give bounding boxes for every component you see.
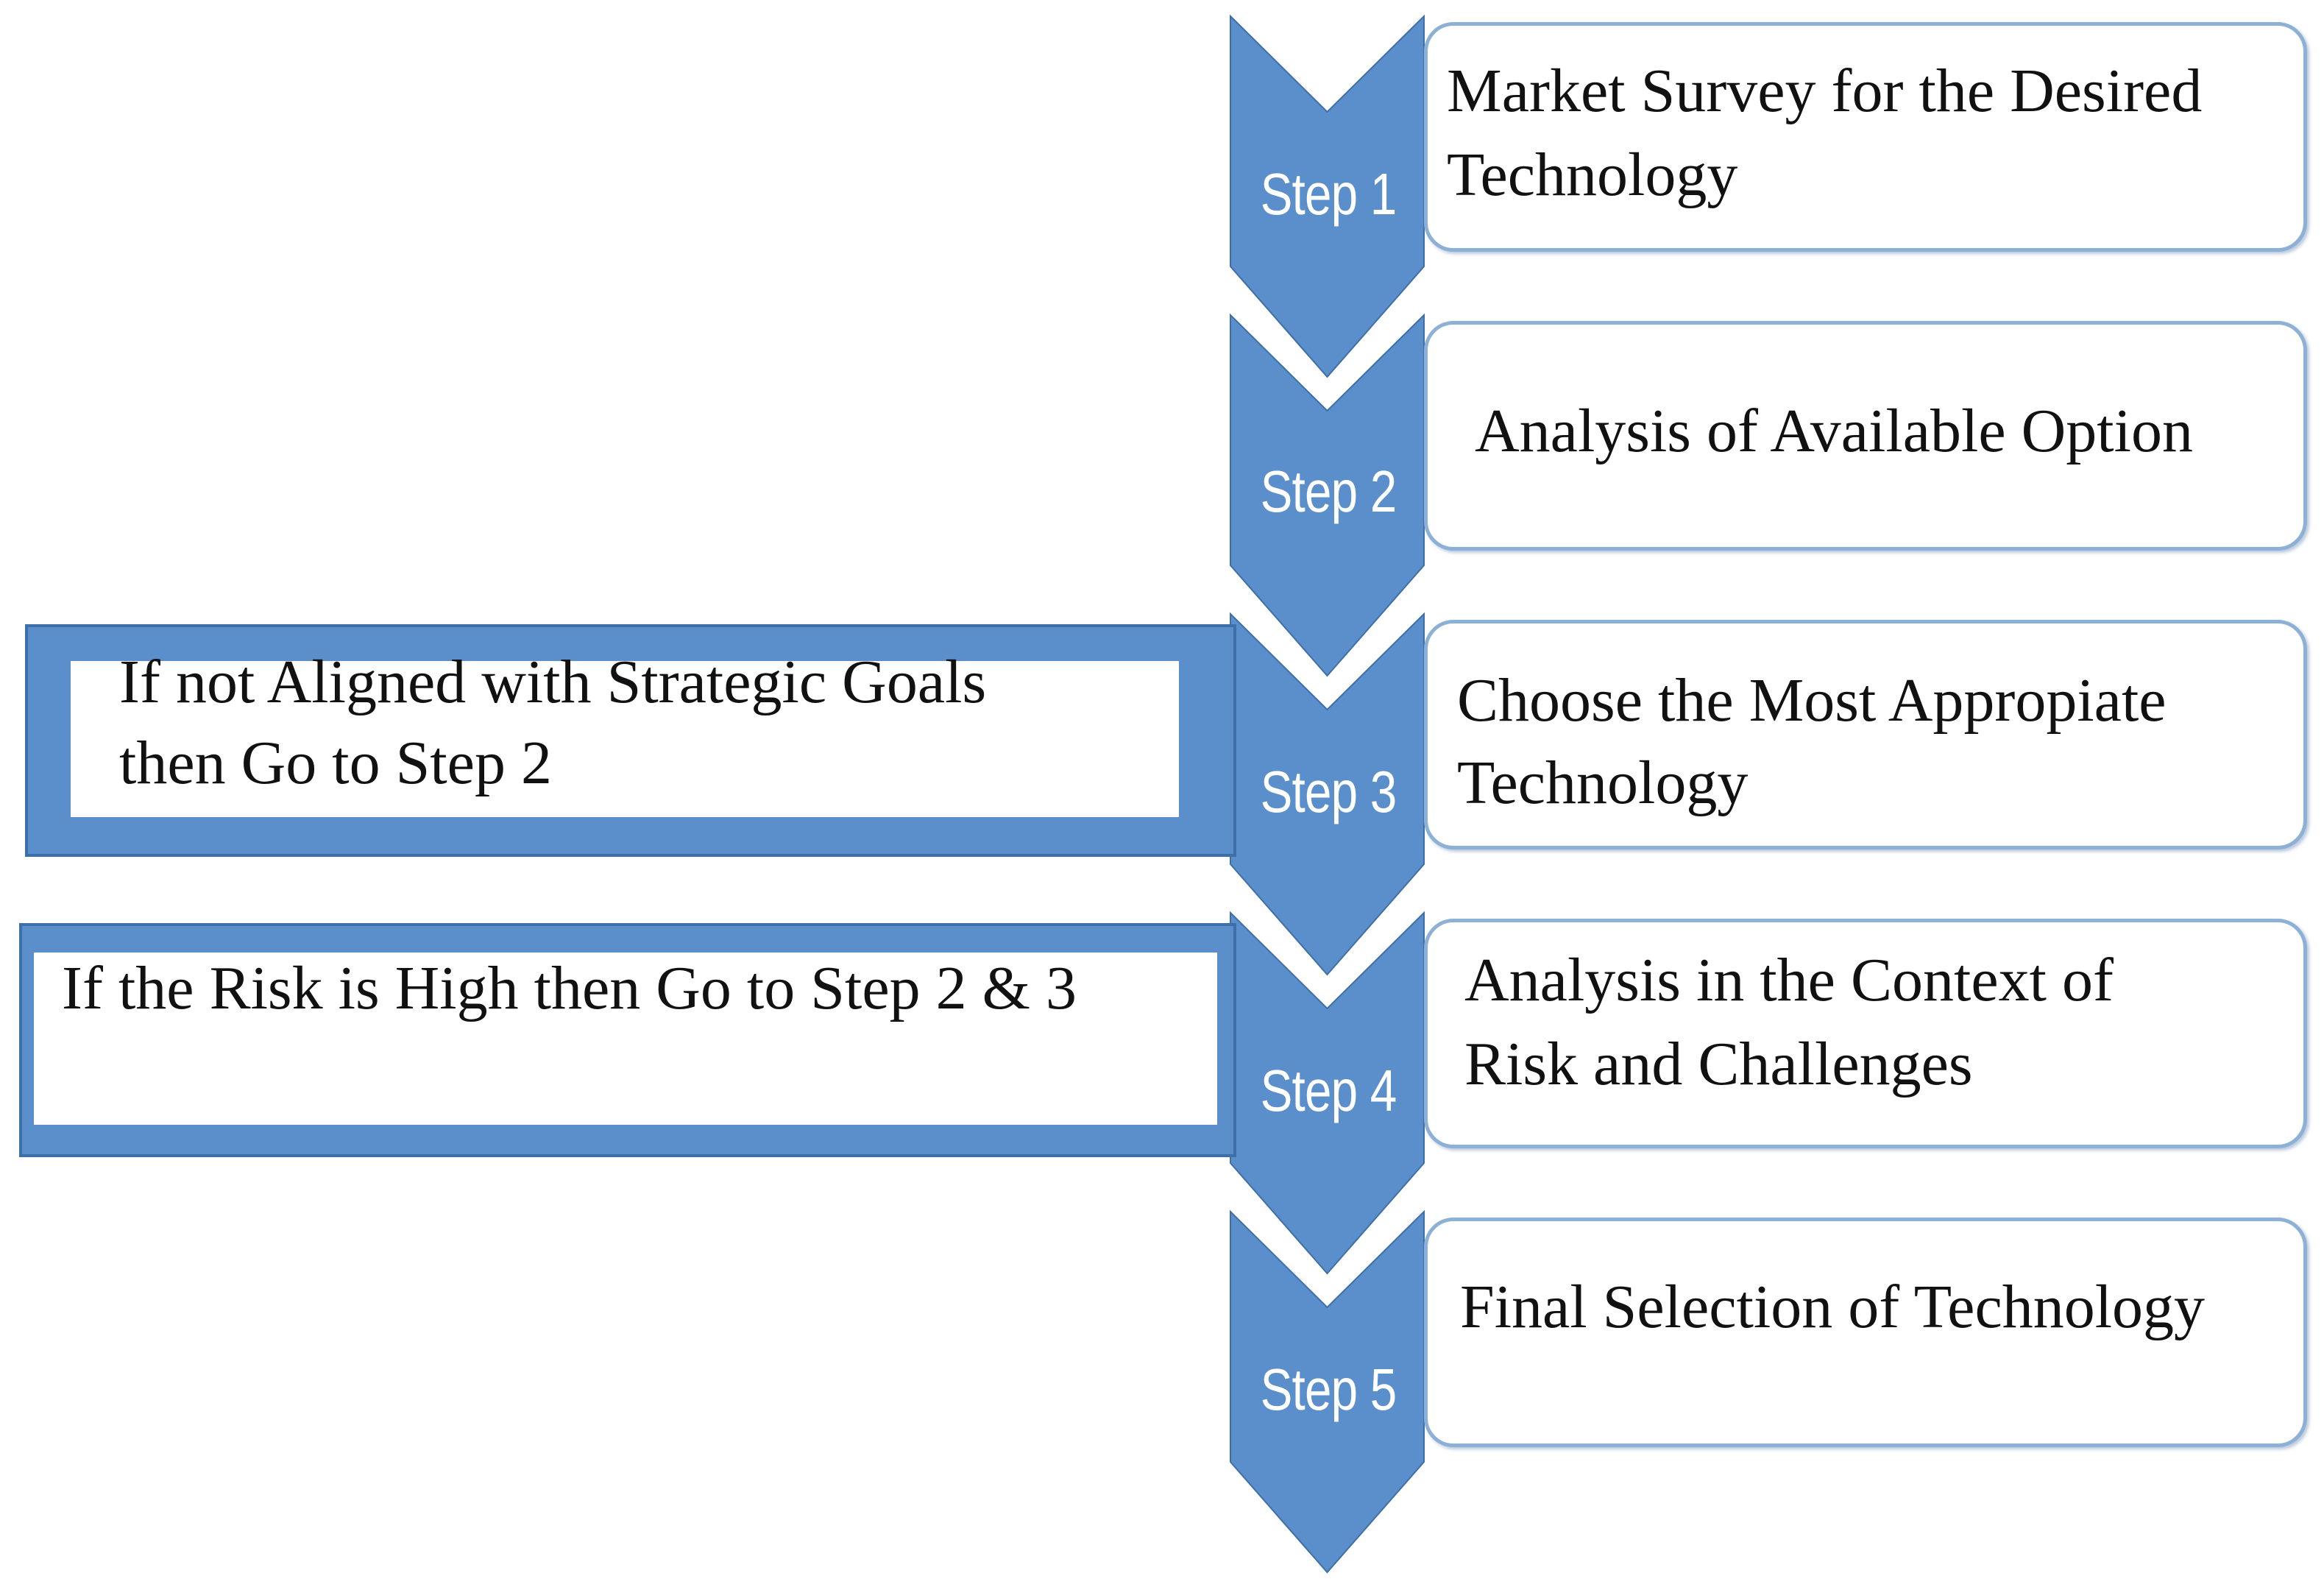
feedback-text-strategic-goals-line-2: then Go to Step 2 [119, 729, 552, 797]
step-2-label: Step 2 [1260, 459, 1397, 524]
feedback-panel-strategic-goals-inner [71, 661, 1179, 817]
feedback-text-risk: If the Risk is High then Go to Step 2 & … [62, 954, 1077, 1022]
step-2-text-line-1: Analysis of Available Option [1475, 397, 2193, 465]
feedback-panel-risk-inner [34, 953, 1217, 1125]
step-5-box: Final Selection of Technology [1424, 1218, 2307, 1447]
feedback-panel-risk: If the Risk is High then Go to Step 2 & … [19, 923, 1236, 1157]
step-4-box: Analysis in the Context of Risk and Chal… [1424, 919, 2307, 1148]
step-4-chevron [1230, 911, 1425, 1275]
step-1-text-line-2: Technology [1447, 141, 1738, 209]
step-4-label: Step 4 [1260, 1058, 1397, 1123]
step-1-text-line-1: Market Survey for the Desired [1447, 57, 2203, 125]
step-2-box: Analysis of Available Option [1424, 321, 2307, 551]
step-3-label: Step 3 [1260, 759, 1397, 824]
step-1-chevron [1230, 14, 1425, 378]
step-2-chevron [1230, 313, 1425, 677]
step-1-box: Market Survey for the Desired Technology [1424, 22, 2307, 252]
step-5-chevron [1230, 1209, 1425, 1574]
step-5-label: Step 5 [1260, 1357, 1397, 1422]
step-3-chevron [1230, 612, 1425, 976]
step-3-text-line-2: Technology [1457, 749, 1749, 817]
step-3-text-line-1: Choose the Most Appropiate [1457, 666, 2167, 735]
step-4-text-line-1: Analysis in the Context of [1464, 946, 2114, 1014]
feedback-panel-strategic-goals: If not Aligned with Strategic Goals then… [25, 624, 1236, 857]
feedback-text-strategic-goals-line-1: If not Aligned with Strategic Goals [119, 648, 987, 716]
step-4-text-line-2: Risk and Challenges [1464, 1030, 1973, 1098]
step-3-box: Choose the Most Appropiate Technology [1424, 620, 2307, 849]
step-5-text-line-1: Final Selection of Technology [1460, 1273, 2206, 1341]
step-1-label: Step 1 [1260, 161, 1397, 227]
